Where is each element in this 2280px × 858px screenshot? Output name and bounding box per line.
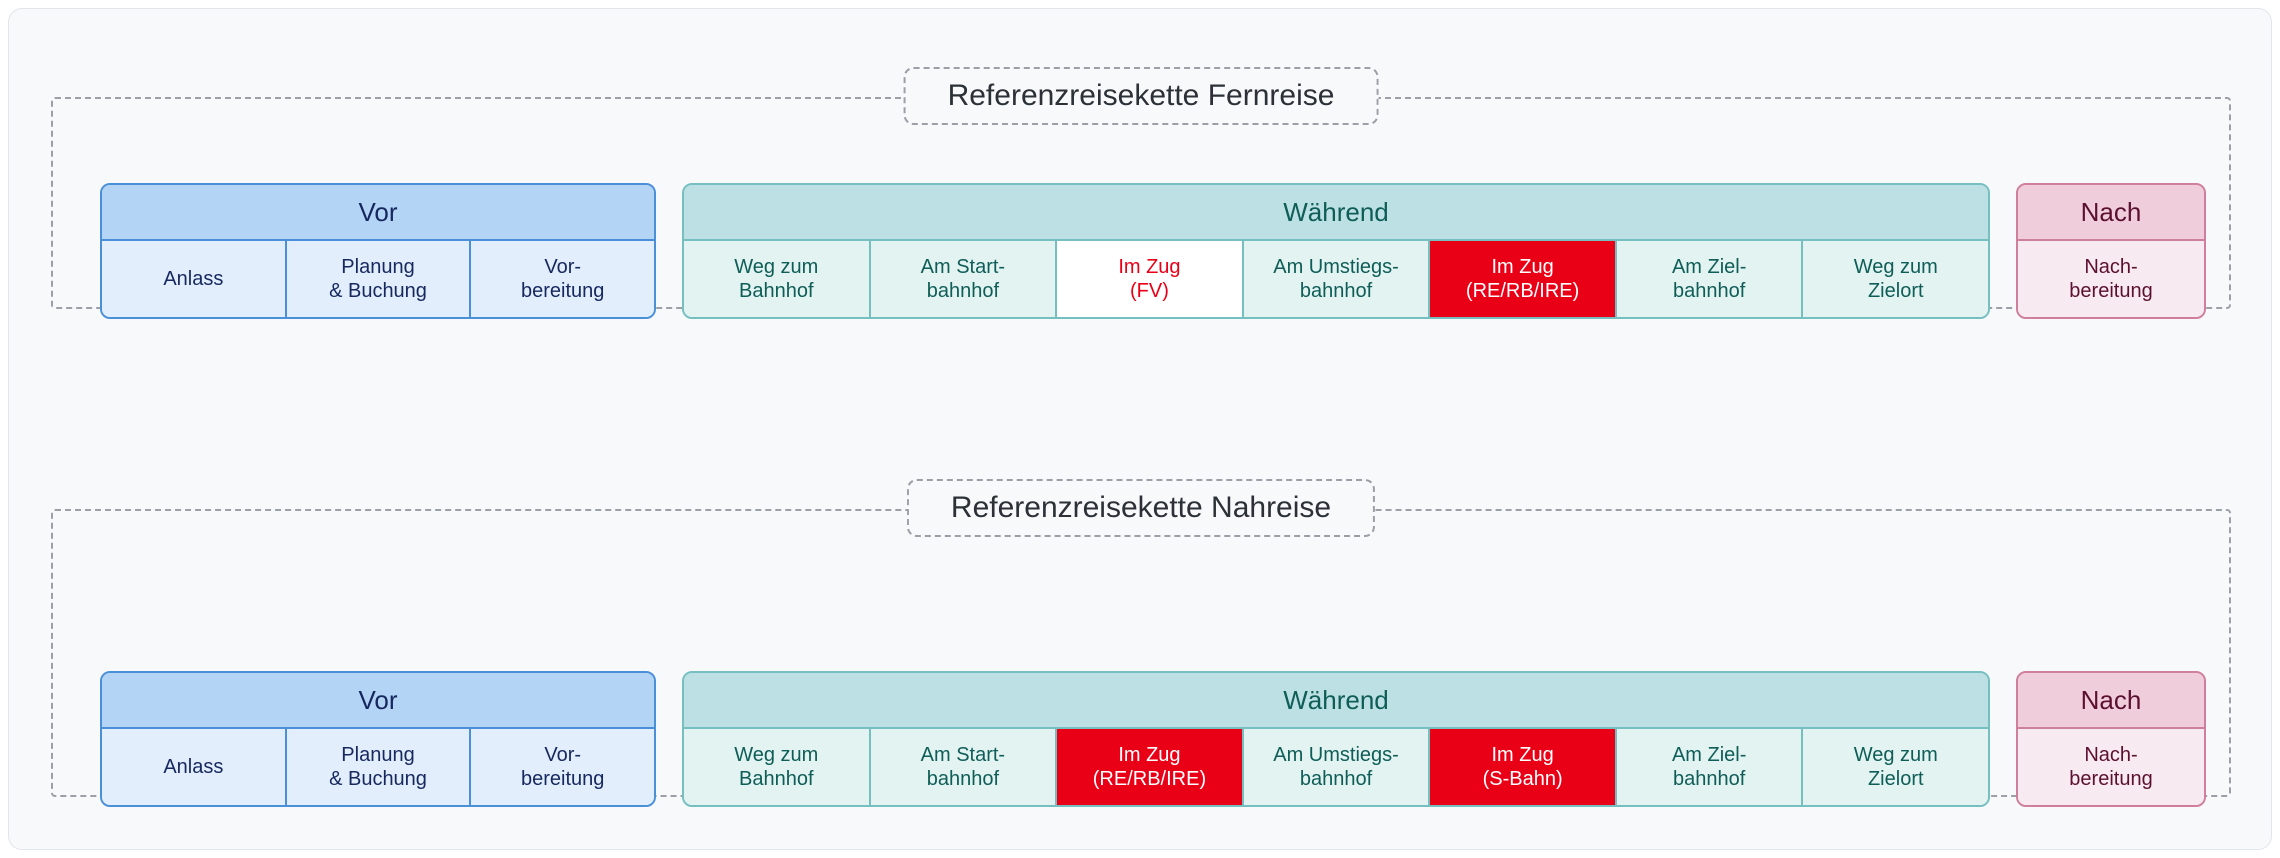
group-cells-nach: Nach-bereitung [2018,241,2204,317]
group-vor-fernreise: Vor Anlass Planung& Buchung Vor-bereitun… [100,183,656,319]
cell-anlass[interactable]: Anlass [102,729,285,805]
group-header-vor: Vor [102,673,654,729]
chain-row-nahreise: Vor Anlass Planung& Buchung Vor-bereitun… [100,671,2206,807]
cell-nachbereitung[interactable]: Nach-bereitung [2018,241,2204,317]
panel-fernreise: Referenzreisekette Fernreise Vor Anlass … [51,67,2231,319]
cell-vorbereitung[interactable]: Vor-bereitung [469,241,654,317]
cell-planung-buchung[interactable]: Planung& Buchung [284,729,470,805]
cell-planung-buchung[interactable]: Planung& Buchung [284,241,470,317]
cell-am-startbahnhof[interactable]: Am Start-bahnhof [868,241,1056,317]
cell-am-startbahnhof[interactable]: Am Start-bahnhof [868,729,1056,805]
cell-am-zielbahnhof[interactable]: Am Ziel-bahnhof [1614,729,1802,805]
group-vor-nahreise: Vor Anlass Planung& Buchung Vor-bereitun… [100,671,656,807]
chain-row-fernreise: Vor Anlass Planung& Buchung Vor-bereitun… [100,183,2206,319]
cell-am-umstiegsbahnhof[interactable]: Am Umstiegs-bahnhof [1241,729,1429,805]
cell-im-zug-re-rb-ire[interactable]: Im Zug(RE/RB/IRE) [1428,241,1615,317]
group-header-vor: Vor [102,185,654,241]
panel-title-fernreise: Referenzreisekette Fernreise [903,67,1379,125]
group-cells-vor: Anlass Planung& Buchung Vor-bereitung [102,729,654,805]
group-cells-vor: Anlass Planung& Buchung Vor-bereitung [102,241,654,317]
panel-title-nahreise: Referenzreisekette Nahreise [906,479,1376,537]
panel-nahreise: Referenzreisekette Nahreise Vor Anlass P… [51,479,2231,807]
group-header-nach: Nach [2018,673,2204,729]
group-cells-nach: Nach-bereitung [2018,729,2204,805]
cell-am-zielbahnhof[interactable]: Am Ziel-bahnhof [1614,241,1802,317]
group-header-nach: Nach [2018,185,2204,241]
cell-nachbereitung[interactable]: Nach-bereitung [2018,729,2204,805]
group-nach-fernreise: Nach Nach-bereitung [2016,183,2206,319]
group-header-waehrend: Während [684,185,1988,241]
cell-vorbereitung[interactable]: Vor-bereitung [469,729,654,805]
cell-im-zug-s-bahn[interactable]: Im Zug(S-Bahn) [1428,729,1615,805]
cell-am-umstiegsbahnhof[interactable]: Am Umstiegs-bahnhof [1241,241,1429,317]
diagram-canvas: Referenzreisekette Fernreise Vor Anlass … [8,8,2272,850]
group-nach-nahreise: Nach Nach-bereitung [2016,671,2206,807]
cell-im-zug-fv[interactable]: Im Zug(FV) [1055,241,1242,317]
group-header-waehrend: Während [684,673,1988,729]
cell-im-zug-re-rb-ire[interactable]: Im Zug(RE/RB/IRE) [1055,729,1242,805]
cell-anlass[interactable]: Anlass [102,241,285,317]
